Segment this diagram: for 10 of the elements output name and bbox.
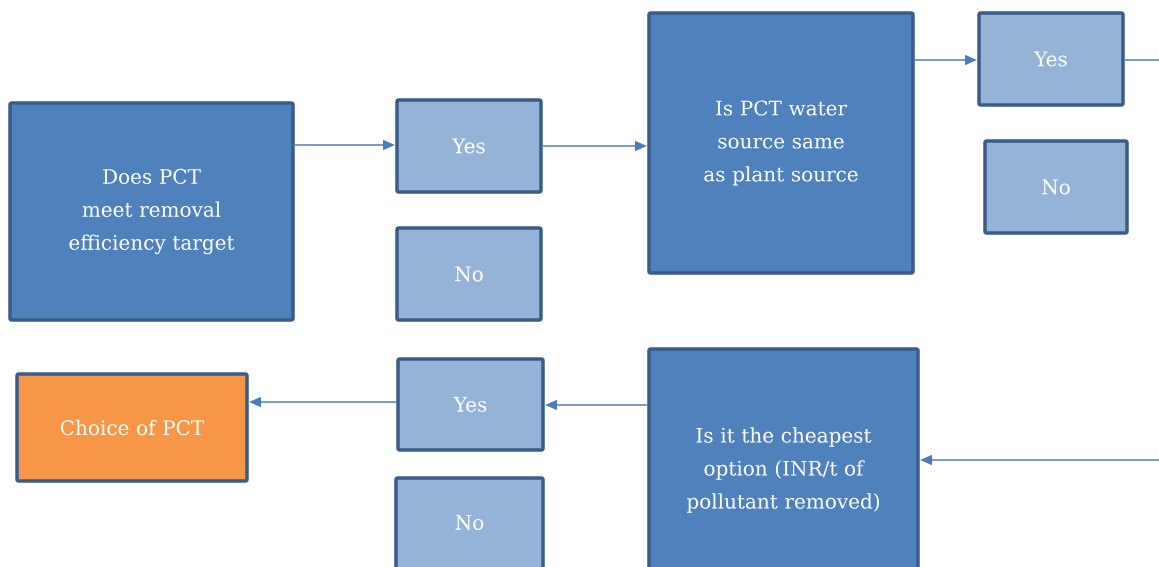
- decision-box: Is it the cheapest option (INR/t of pollutant removed): [647, 347, 920, 567]
- answer-box: No: [983, 139, 1129, 235]
- answer-box: Yes: [395, 98, 543, 194]
- answer-box: No: [394, 476, 545, 567]
- result-box: Choice of PCT: [15, 372, 249, 483]
- decision-box: Does PCT meet removal efficiency target: [8, 101, 295, 322]
- decision-box: Is PCT water source same as plant source: [647, 11, 915, 275]
- answer-box: Yes: [396, 357, 545, 452]
- answer-box: No: [395, 226, 543, 322]
- answer-box: Yes: [977, 11, 1125, 107]
